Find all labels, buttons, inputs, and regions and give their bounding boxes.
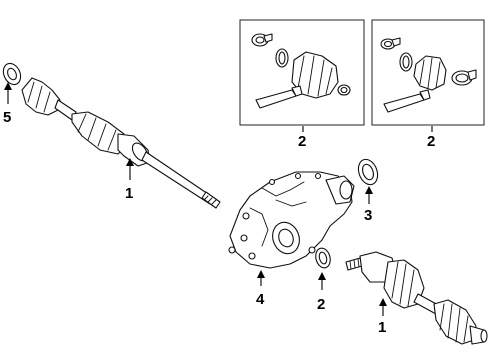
callout-4-label: 4	[256, 291, 265, 308]
boot-kit-box-right	[371, 19, 485, 126]
callout-4: 4	[256, 270, 265, 308]
callout-2-box-left: 2	[298, 126, 306, 150]
seal-ring-3	[357, 158, 379, 186]
callout-2-box-left-label: 2	[298, 133, 306, 150]
left-axle-shaft	[2, 62, 221, 209]
callout-2-box-right-label: 2	[427, 133, 435, 150]
callout-1-right: 1	[378, 298, 387, 336]
callout-3-label: 3	[364, 207, 372, 224]
boot-kit-box-left	[239, 19, 365, 126]
seal-ring-2	[315, 247, 331, 269]
callout-1-left: 1	[125, 158, 134, 202]
callout-3: 3	[364, 186, 373, 224]
seal-ring	[2, 62, 22, 86]
callout-2-seal: 2	[317, 272, 326, 313]
right-axle-shaft	[345, 251, 488, 345]
callout-2-box-right: 2	[427, 126, 435, 150]
callout-5: 5	[3, 82, 12, 126]
callout-1-left-label: 1	[125, 185, 133, 202]
callout-1-right-label: 1	[378, 319, 386, 336]
callout-5-label: 5	[3, 109, 11, 126]
differential-housing	[228, 171, 355, 269]
callout-2-seal-label: 2	[317, 296, 325, 313]
